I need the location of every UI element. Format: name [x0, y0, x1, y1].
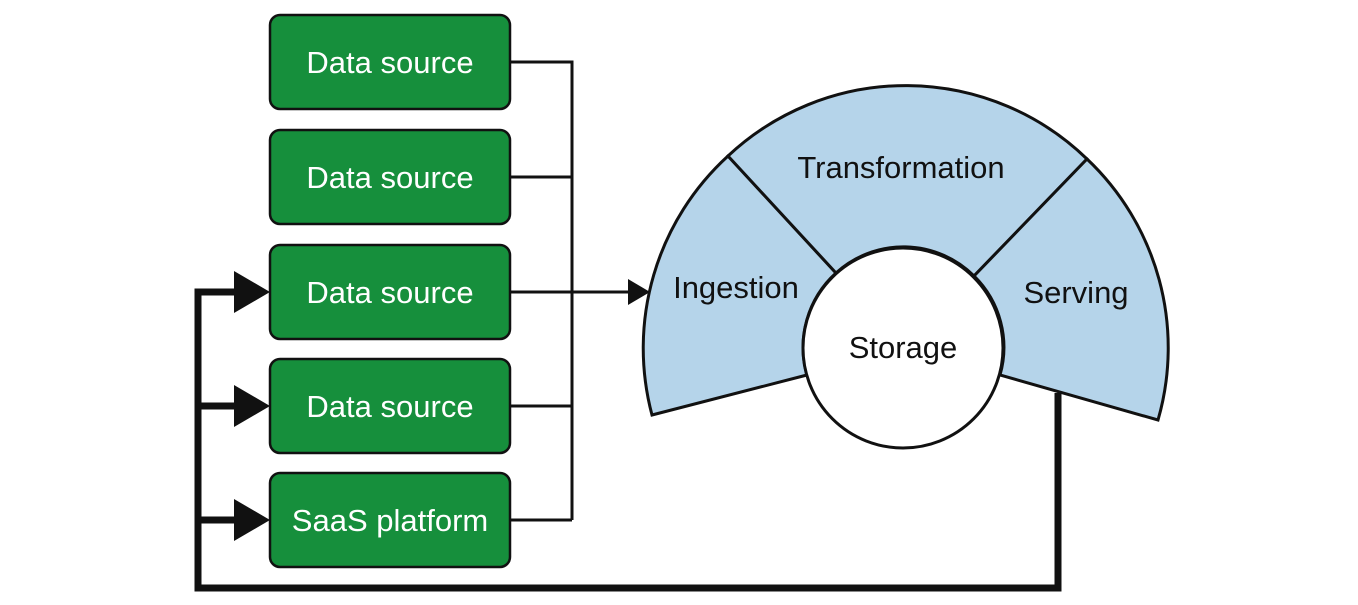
source-label: Data source — [306, 45, 473, 80]
source-label: Data source — [306, 275, 473, 310]
source-label: Data source — [306, 389, 473, 424]
source-box-2: Data source — [268, 128, 512, 226]
source-label: Data source — [306, 160, 473, 195]
storage-circle — [801, 246, 1005, 450]
feedback-loop-line — [194, 288, 1062, 592]
feedback-arrow-source-4 — [234, 385, 270, 427]
feedback-arrow-source-5 — [234, 499, 270, 541]
source-box-4: Data source — [268, 357, 512, 455]
ingestion-label: Ingestion — [673, 270, 799, 305]
storage-label: Storage — [849, 330, 958, 365]
source-label: SaaS platform — [292, 503, 488, 538]
source-box-1: Data source — [268, 13, 512, 111]
source-box-3: Data source — [268, 243, 512, 341]
transformation-label: Transformation — [797, 150, 1004, 185]
feedback-arrow-source-3 — [234, 271, 270, 313]
connector-source-1 — [511, 60, 574, 520]
serving-label: Serving — [1023, 275, 1128, 310]
arrow-into-ingestion — [628, 279, 650, 305]
source-box-5: SaaS platform — [268, 471, 512, 569]
